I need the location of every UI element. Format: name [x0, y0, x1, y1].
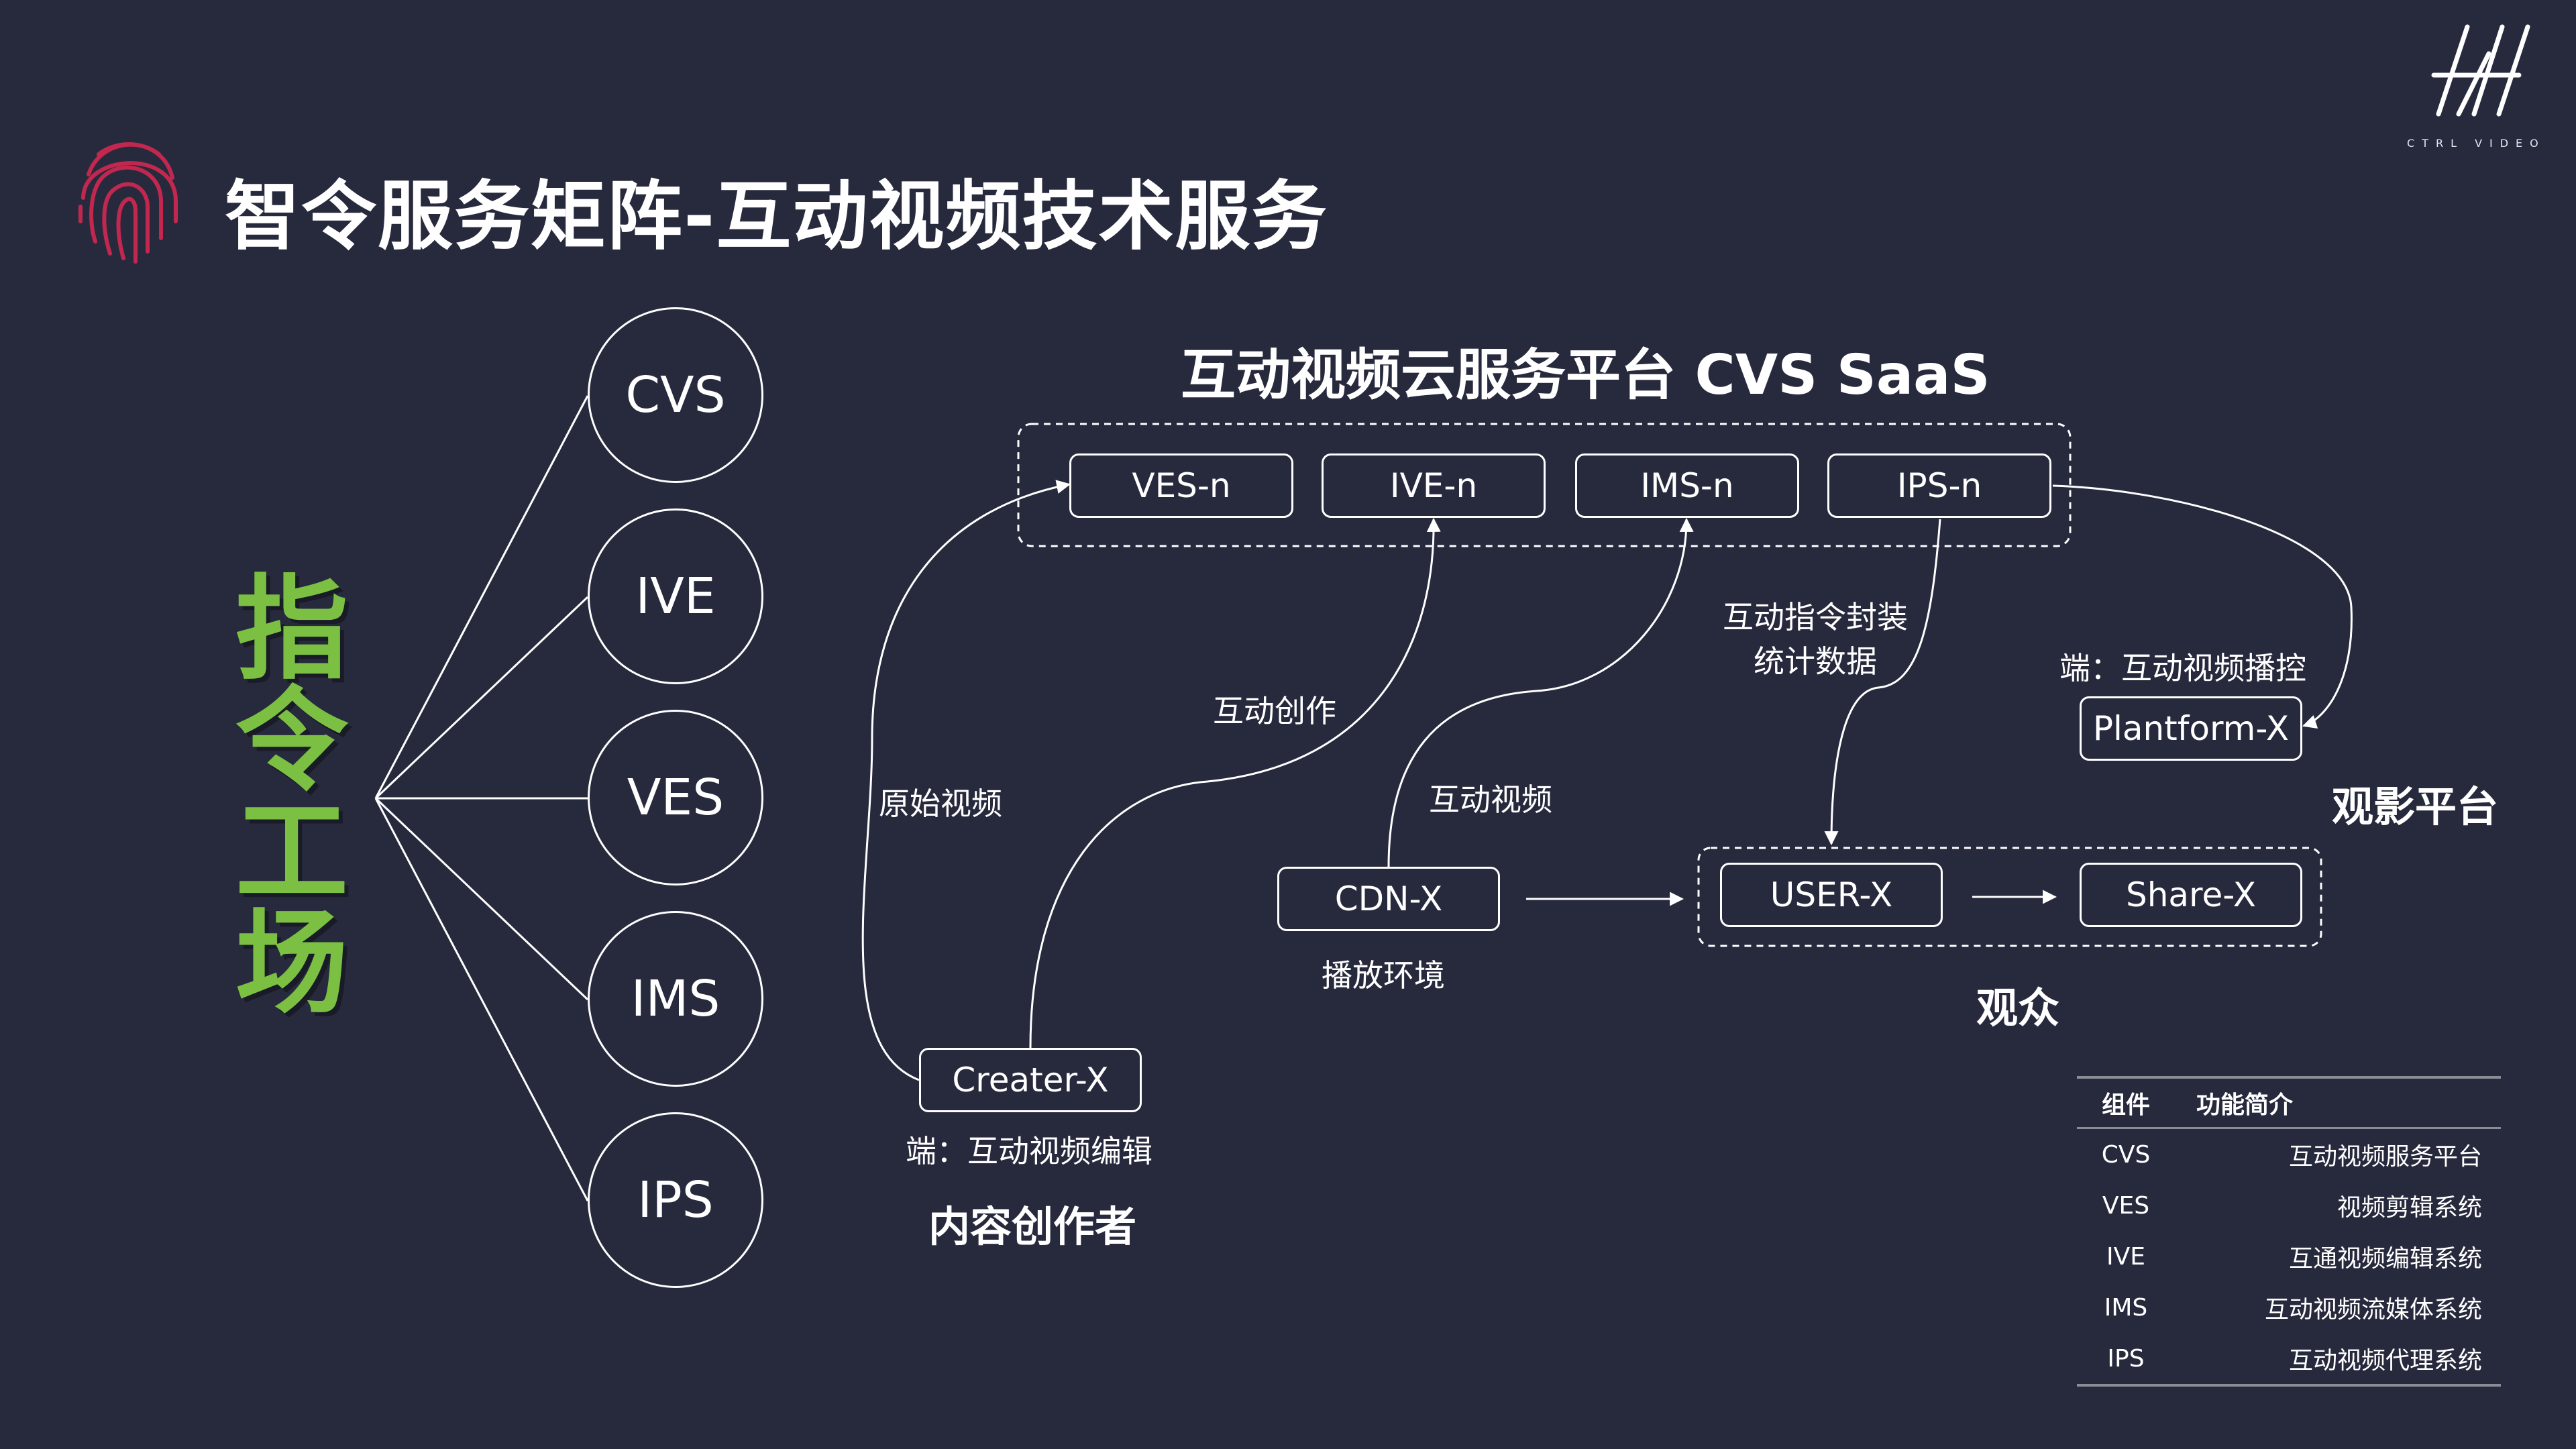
- arrow-ips-to-plantform: [2052, 484, 2353, 729]
- table-row: CVS 互动视频服务平台: [2077, 1129, 2501, 1180]
- fan-line-ims: [374, 797, 589, 1001]
- circle-cvs: CVS: [588, 307, 763, 483]
- node-share-x: Share-X: [2080, 863, 2302, 927]
- audience-dashed-box: [1697, 847, 2322, 947]
- label-playback-env: 播放环境: [1322, 957, 1445, 994]
- service-ims-n: IMS-n: [1575, 453, 1799, 518]
- arrow-raw-video: [861, 480, 1071, 1081]
- label-editing-terminal: 端：互动视频编辑: [906, 1133, 1152, 1169]
- table-header: 组件 功能简介: [2077, 1079, 2501, 1129]
- table-cell: VES: [2102, 1191, 2150, 1220]
- table-header-component: 组件: [2101, 1091, 2150, 1119]
- table-cell: 互动视频服务平台: [2288, 1143, 2482, 1171]
- component-table: 组件 功能简介 CVS 互动视频服务平台 VES 视频剪辑系统 IVE 互通视频…: [2077, 1076, 2501, 1387]
- circle-ive: IVE: [588, 508, 763, 684]
- table-cell: 互通视频编辑系统: [2288, 1245, 2482, 1273]
- workshop-char: 工: [235, 786, 348, 918]
- fan-line-ive: [374, 596, 589, 800]
- platform-dashed-box: [1017, 423, 2072, 547]
- fingerprint-icon: [78, 142, 178, 264]
- table-cell: 视频剪辑系统: [2337, 1194, 2482, 1222]
- circle-ips: IPS: [588, 1112, 763, 1288]
- label-interactive-video: 互动视频: [1429, 782, 1552, 818]
- workshop-char: 令: [235, 675, 348, 806]
- service-ips-n: IPS-n: [1827, 453, 2051, 518]
- label-video-platform: 观影平台: [2332, 782, 2499, 831]
- node-creater-x: Creater-X: [919, 1048, 1142, 1112]
- table-cell: IVE: [2106, 1242, 2145, 1271]
- table-cell: 互动视频流媒体系统: [2264, 1296, 2482, 1324]
- table-row: VES 视频剪辑系统: [2077, 1180, 2501, 1231]
- arrow-ips-to-user: [1824, 519, 1941, 846]
- workshop-char: 指: [235, 564, 348, 695]
- arrow-interactive-video: [1387, 517, 1694, 867]
- label-raw-video: 原始视频: [879, 786, 1002, 822]
- fan-line-cvs: [374, 395, 589, 799]
- label-audience: 观众: [1976, 983, 2060, 1032]
- table-row: IPS 互动视频代理系统: [2077, 1333, 2501, 1384]
- service-ive-n: IVE-n: [1322, 453, 1546, 518]
- workshop-label: 指 令 工 场: [231, 564, 352, 1029]
- arrow-interactive-creation: [1029, 517, 1441, 1049]
- table-header-function: 功能简介: [2196, 1091, 2294, 1119]
- ctrl-video-logo-icon: [2431, 24, 2530, 117]
- label-playback-terminal: 端：互动视频播控: [2059, 650, 2306, 686]
- table-cell: IPS: [2107, 1344, 2145, 1373]
- logo-text: CTRL VIDEO: [2407, 137, 2546, 150]
- table-cell: IMS: [2104, 1293, 2148, 1322]
- label-instruction-wrap-line2: 统计数据: [1754, 643, 1877, 680]
- fan-line-ips: [374, 798, 589, 1201]
- page-title: 智令服务矩阵-互动视频技术服务: [225, 173, 1328, 260]
- label-instruction-wrap: 互动指令封装 统计数据: [1715, 593, 1916, 682]
- table-row: IVE 互通视频编辑系统: [2077, 1231, 2501, 1282]
- node-plantform-x: Plantform-X: [2080, 696, 2302, 761]
- label-instruction-wrap-line1: 互动指令封装: [1723, 599, 1908, 635]
- label-content-creator: 内容创作者: [928, 1202, 1137, 1251]
- workshop-char: 场: [235, 898, 348, 1029]
- circle-ves: VES: [588, 710, 763, 885]
- table-row: IMS 互动视频流媒体系统: [2077, 1282, 2501, 1333]
- platform-title: 互动视频云服务平台 CVS SaaS: [1181, 343, 1990, 407]
- service-ves-n: VES-n: [1069, 453, 1293, 518]
- node-cdn-x: CDN-X: [1277, 867, 1500, 931]
- label-interactive-creation: 互动创作: [1213, 693, 1336, 729]
- table-cell: CVS: [2101, 1140, 2151, 1169]
- table-cell: 互动视频代理系统: [2288, 1347, 2482, 1375]
- circle-ims: IMS: [588, 911, 763, 1087]
- node-user-x: USER-X: [1720, 863, 1943, 927]
